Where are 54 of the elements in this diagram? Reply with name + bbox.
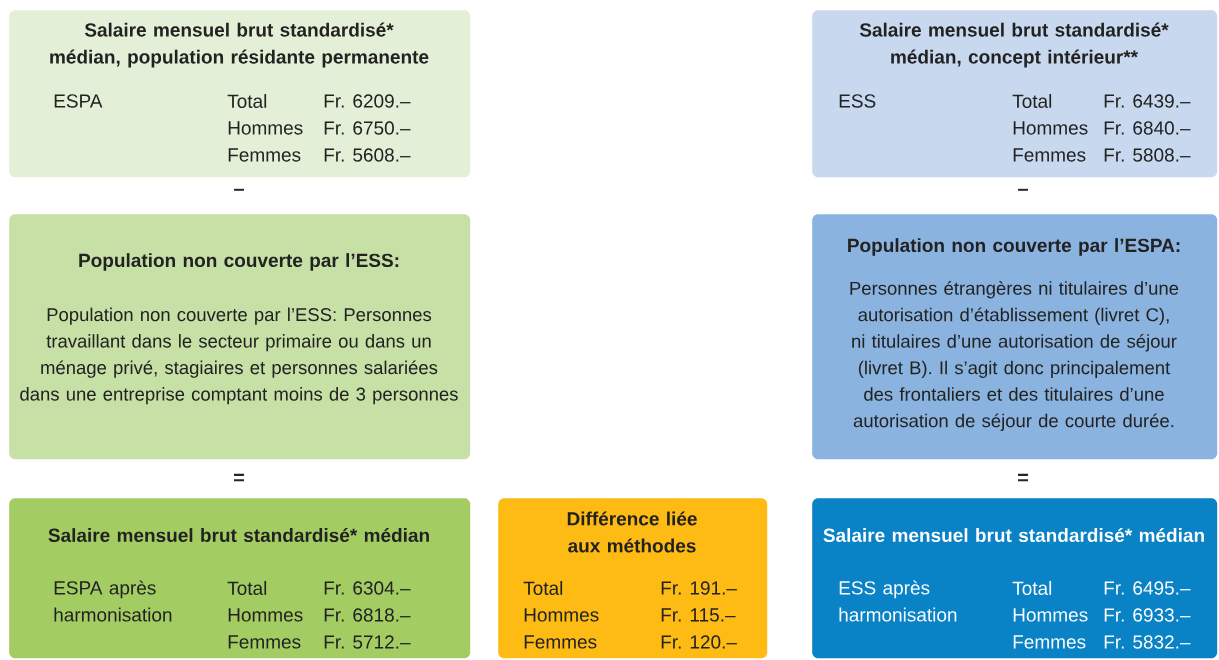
info-box xyxy=(812,498,1218,659)
category-label: Femmes xyxy=(228,148,301,162)
category-label: Hommes xyxy=(1013,608,1088,622)
amount-value: Fr. 5832.– xyxy=(1104,635,1191,649)
description-text: Population non couverte par l’ESS: Personnes travaillant dans le secteur primaire ou dans un ménage privé, stagiaires et personnes salariées dans une entreprise comptant moins de 3 personnes xyxy=(20,307,458,405)
amount-value: Fr. 6840.– xyxy=(1104,121,1191,135)
box-heading: Salaire mensuel brut standardisé* médian xyxy=(48,527,429,543)
amount-value: Fr. 6495.– xyxy=(1104,581,1191,595)
amount-value: Fr. 6750.– xyxy=(324,121,411,135)
info-box xyxy=(812,10,1218,178)
equals-sign: = xyxy=(234,473,244,482)
equals-sign: = xyxy=(1018,473,1028,482)
category-label: Total xyxy=(1012,94,1052,108)
info-box xyxy=(498,498,768,659)
amount-value: Fr. 6439.– xyxy=(1104,94,1191,108)
amount-value: Fr. 6209.– xyxy=(324,94,411,108)
info-box xyxy=(812,214,1218,460)
box-heading: Différence liée aux méthodes xyxy=(567,511,697,553)
row-label: ESPA xyxy=(54,94,103,108)
row-label: ESPA après harmonisation xyxy=(54,580,172,622)
amount-value: Fr. 115.– xyxy=(661,608,736,622)
box-heading: Salaire mensuel brut standardisé* médian xyxy=(823,527,1204,543)
category-label: Hommes xyxy=(228,608,303,622)
info-box xyxy=(9,498,471,659)
row-label: ESS après harmonisation xyxy=(839,580,957,622)
category-label: Femmes xyxy=(1013,148,1086,162)
amount-value: Fr. 120.– xyxy=(661,635,737,649)
description-text: Personnes étrangères ni titulaires d’une autorisation d’établissement (livret C), ni titulaires d’une autorisation de séjour (livret B). Il s’agit donc principalement des frontaliers et des titulaires d’une autorisation de séjour de courte durée. xyxy=(850,281,1179,431)
minus-sign: – xyxy=(234,188,244,191)
amount-value: Fr. 5608.– xyxy=(324,148,411,162)
category-label: Total xyxy=(227,581,267,595)
row-label: ESS xyxy=(839,94,876,108)
box-heading: Salaire mensuel brut standardisé* médian, concept intérieur** xyxy=(859,22,1169,68)
amount-value: Fr. 5808.– xyxy=(1104,148,1191,162)
amount-value: Fr. 6304.– xyxy=(324,581,411,595)
category-label: Total xyxy=(523,581,563,595)
category-label: Femmes xyxy=(1013,635,1086,649)
info-box xyxy=(9,214,471,460)
category-label: Total xyxy=(1012,581,1052,595)
category-label: Hommes xyxy=(228,121,303,135)
category-label: Femmes xyxy=(228,635,301,649)
minus-sign: – xyxy=(1018,188,1028,191)
info-box xyxy=(9,10,471,178)
box-heading: Salaire mensuel brut standardisé* médian, population résidante permanente xyxy=(50,22,429,68)
box-heading: Population non couverte par l’ESPA: xyxy=(848,238,1180,256)
amount-value: Fr. 5712.– xyxy=(324,635,411,649)
amount-value: Fr. 6933.– xyxy=(1104,608,1191,622)
amount-value: Fr. 191.– xyxy=(661,581,737,595)
category-label: Femmes xyxy=(524,635,597,649)
amount-value: Fr. 6818.– xyxy=(324,608,411,622)
category-label: Total xyxy=(227,94,267,108)
category-label: Hommes xyxy=(524,608,599,622)
category-label: Hommes xyxy=(1013,121,1088,135)
box-heading: Population non couverte par l’ESS: xyxy=(79,253,399,271)
